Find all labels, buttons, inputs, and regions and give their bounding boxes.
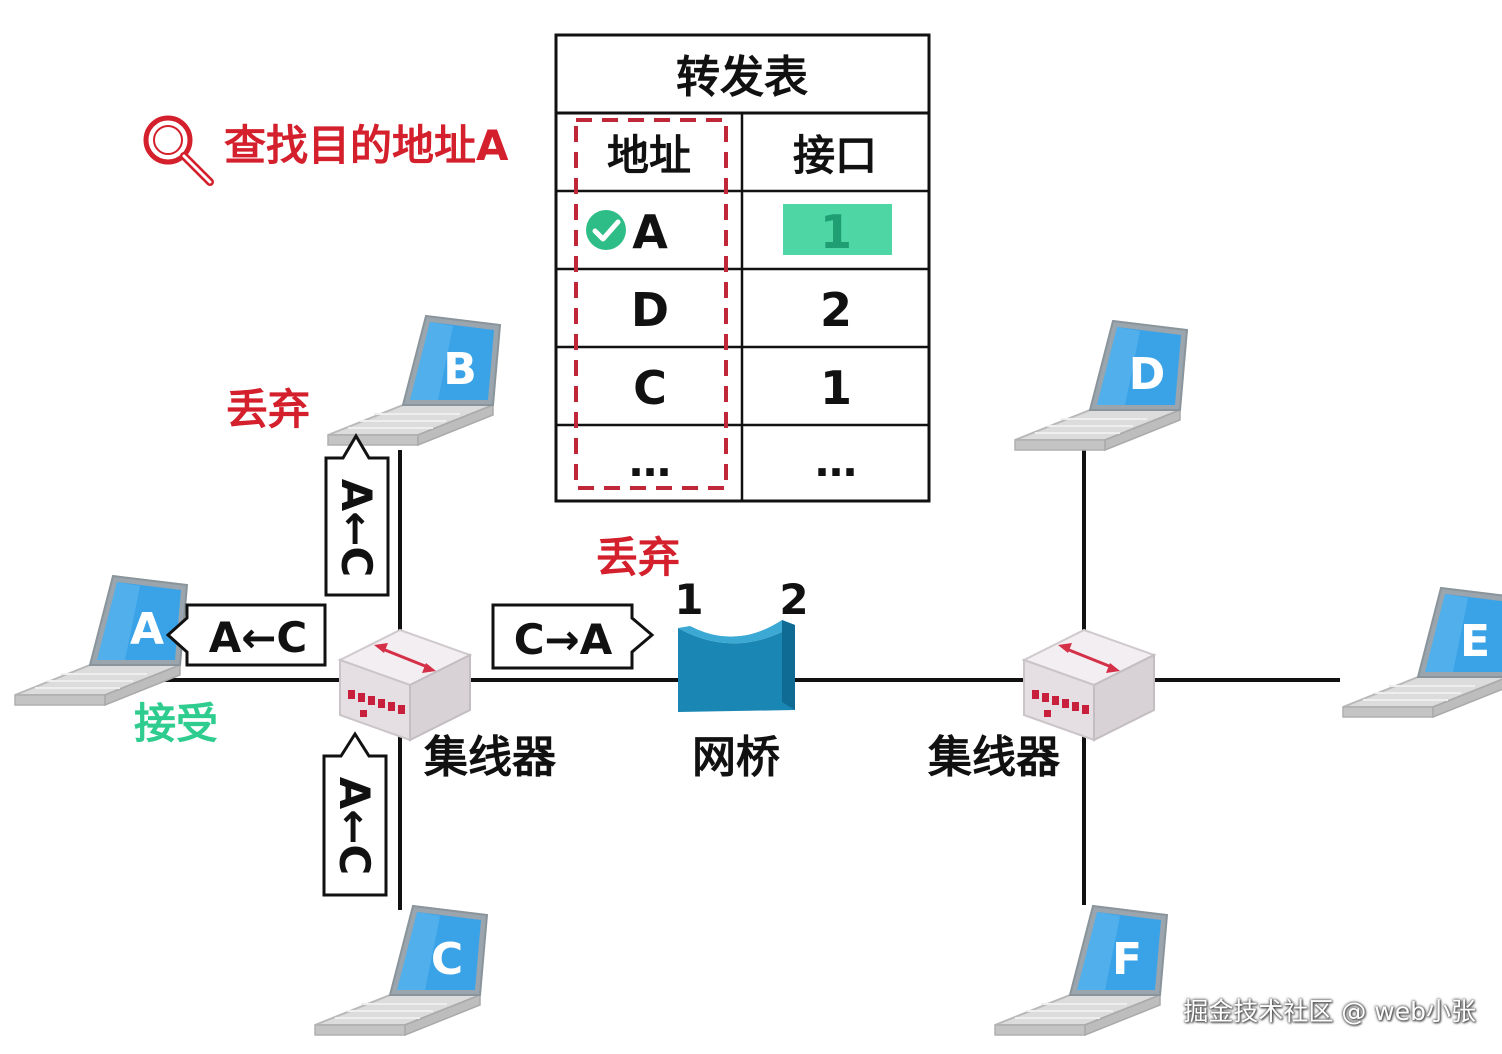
- table-row: C 1: [633, 361, 852, 415]
- table-header-port: 接口: [793, 131, 877, 180]
- host-a-label: A: [130, 604, 164, 655]
- forwarding-table: 转发表 地址 接口 A 1 D 2 C 1 … …: [554, 33, 931, 503]
- host-e: E: [1342, 587, 1502, 718]
- table-row: … …: [629, 437, 857, 486]
- magnifier-icon: [143, 115, 214, 186]
- host-b: B: [327, 315, 501, 446]
- host-d: D: [1014, 320, 1188, 451]
- host-e-label: E: [1460, 616, 1490, 667]
- status-discard-b: 丢弃: [226, 385, 310, 434]
- frame-from-c-label: A←C: [330, 777, 379, 876]
- frame-to-a: A←C: [165, 603, 327, 667]
- check-icon-mark: [592, 219, 621, 242]
- status-accept-a: 接受: [134, 699, 218, 748]
- host-f: F: [994, 905, 1168, 1036]
- table-row: A 1: [586, 204, 892, 259]
- host-c-label: C: [431, 934, 463, 985]
- frame-to-bridge: C→A: [491, 603, 655, 670]
- host-a: A: [14, 575, 188, 706]
- table-cell-address: …: [629, 437, 671, 486]
- table-cell-port: 2: [820, 283, 852, 337]
- host-c: C: [314, 905, 488, 1036]
- table-cell-address: D: [631, 283, 669, 337]
- match-highlight: [783, 204, 892, 255]
- frame-to-b: A←C: [324, 433, 390, 597]
- bridge-label: 网桥: [692, 732, 780, 783]
- hub-left-label: 集线器: [423, 732, 557, 783]
- frame-to-b-label: A←C: [332, 479, 381, 578]
- search-label: 查找目的地址A: [224, 121, 509, 170]
- table-cell-address: C: [633, 361, 667, 415]
- status-discard-bridge: 丢弃: [596, 533, 680, 582]
- hub-left: [338, 628, 472, 742]
- frame-to-a-label: A←C: [209, 613, 308, 662]
- search-label-group: 查找目的地址A: [143, 115, 509, 186]
- table-title: 转发表: [676, 52, 808, 103]
- table-cell-port: …: [815, 437, 857, 486]
- hub-right-label: 集线器: [927, 732, 1061, 783]
- watermark: 掘金技术社区 @ web小张: [1183, 997, 1476, 1026]
- bridge: [678, 620, 795, 712]
- hub-right: [1022, 628, 1156, 742]
- host-f-label: F: [1112, 934, 1142, 985]
- frame-to-bridge-label: C→A: [514, 615, 613, 664]
- table-cell-port: 1: [820, 205, 852, 259]
- host-b-label: B: [443, 344, 477, 395]
- table-row: D 2: [631, 283, 852, 337]
- check-icon: [586, 210, 626, 250]
- bridge-port-1: 1: [674, 575, 703, 624]
- table-header-address: 地址: [607, 131, 691, 180]
- bridge-port-2: 2: [779, 575, 808, 624]
- table-cell-port: 1: [820, 361, 852, 415]
- table-cell-address: A: [632, 205, 668, 259]
- host-d-label: D: [1129, 349, 1166, 400]
- frame-from-c: A←C: [322, 731, 388, 897]
